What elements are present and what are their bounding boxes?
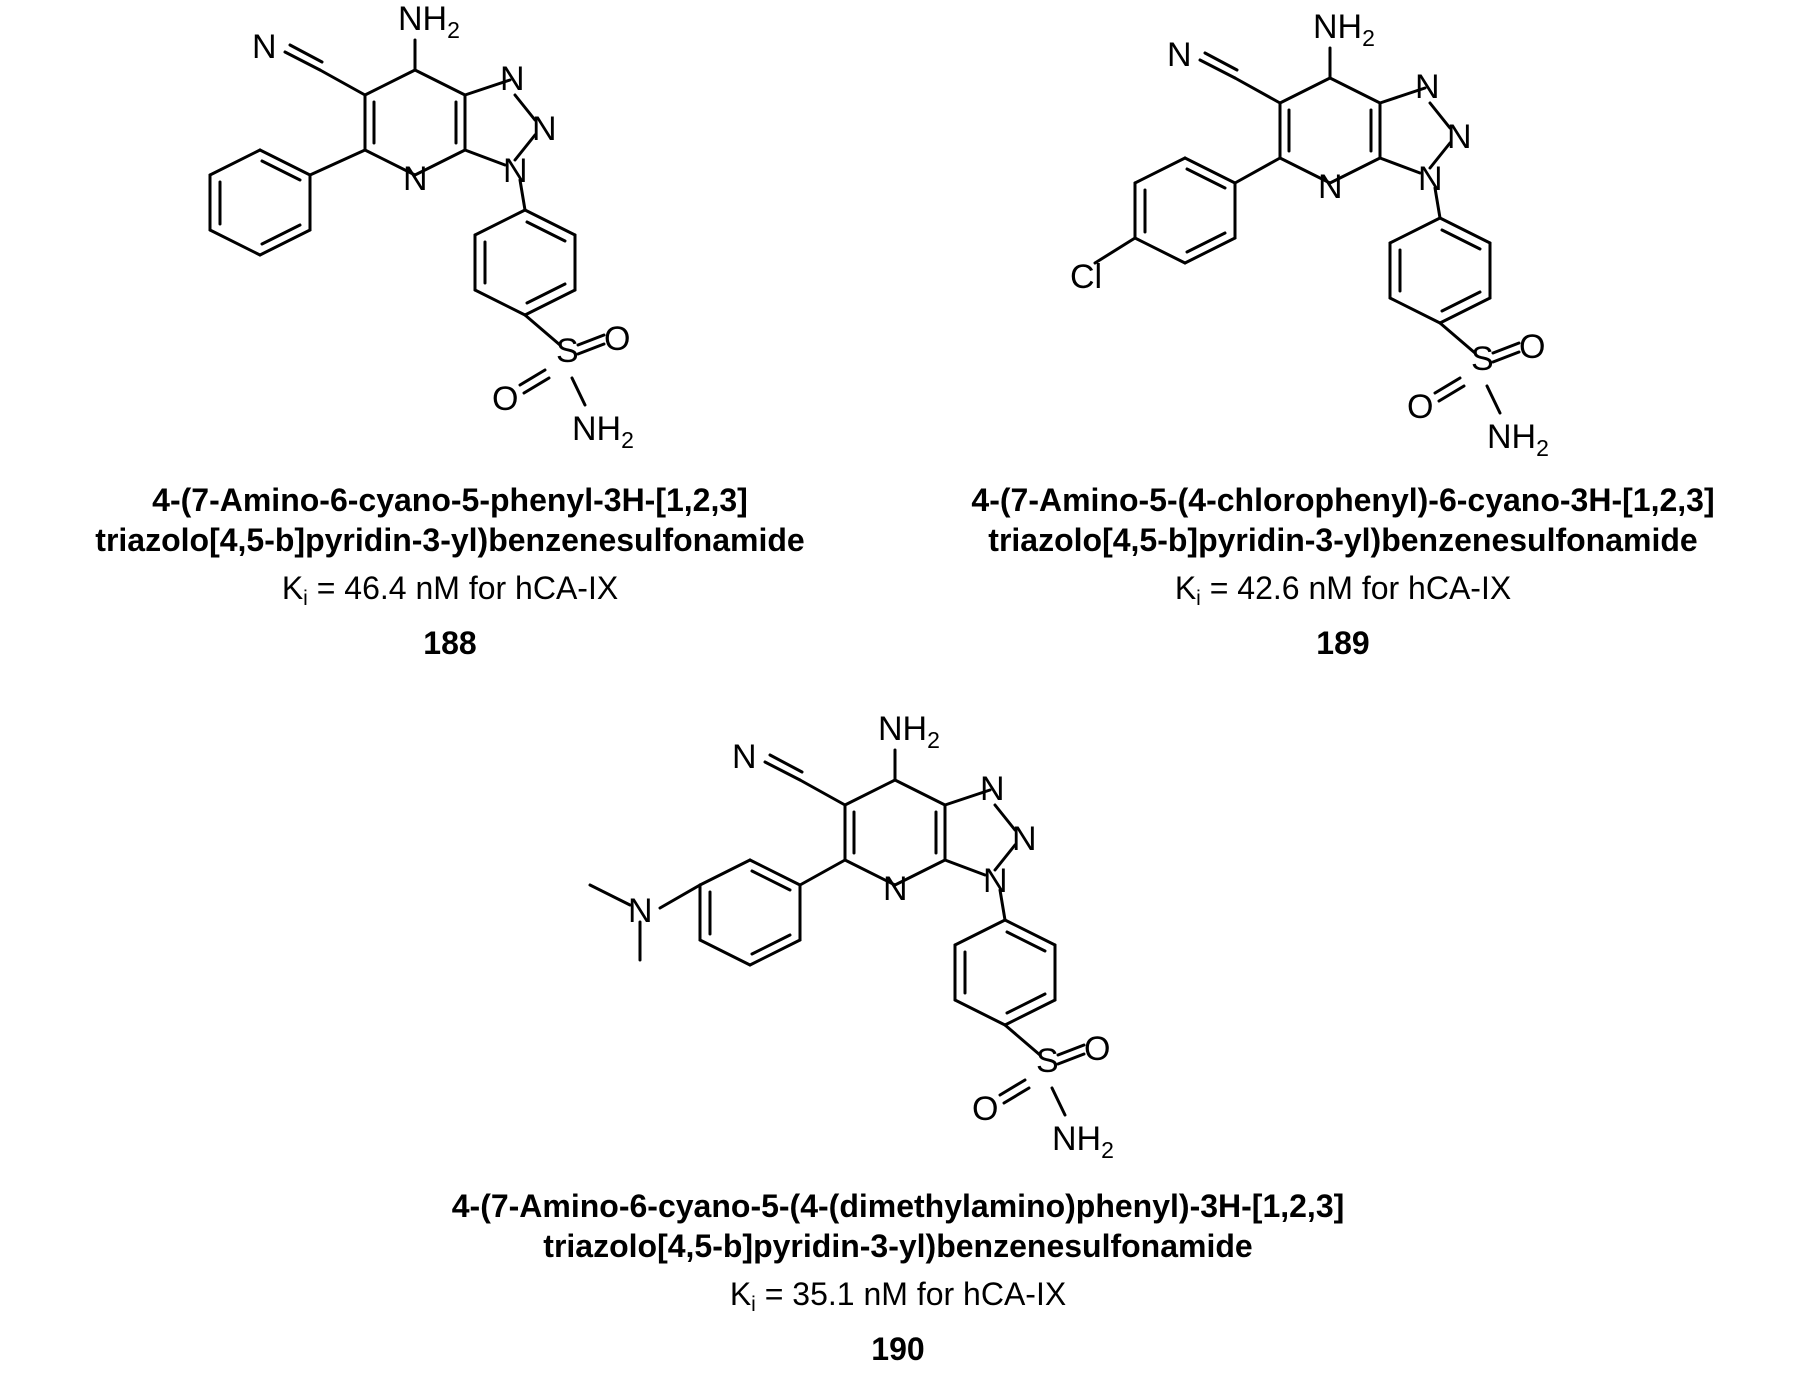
compound-188-panel: NH2 N N N N N S O O NH2 4-(7-Amino-6-cya… (0, 0, 900, 690)
amine-label: NH2 (398, 0, 460, 43)
compound-189-name-line1: 4-(7-Amino-5-(4-chlorophenyl)-6-cyano-3H… (971, 482, 1715, 518)
compound-188-ki: Ki = 46.4 nM for hCA-IX (281, 570, 619, 610)
pyridine-n-label: N (403, 160, 428, 198)
compound-189-id: 189 (1316, 625, 1370, 661)
triazole-n3-label: N (1418, 160, 1443, 198)
triazole-n2-label: N (1447, 118, 1472, 156)
nitrile-n-label: N (252, 28, 277, 66)
triazole-n3-label: N (503, 152, 528, 190)
compound-189-name-line2: triazolo[4,5-b]pyridin-3-yl)benzenesulfo… (988, 522, 1698, 558)
sulfur-label: S (556, 332, 579, 370)
triazole-n2-label: N (532, 110, 557, 148)
sulfonamide-nh2-label: NH2 (1052, 1120, 1114, 1163)
compound-188-id: 188 (423, 625, 477, 661)
compound-189-caption: 4-(7-Amino-5-(4-chlorophenyl)-6-cyano-3H… (890, 480, 1796, 663)
oxygen-label: O (972, 1090, 998, 1128)
compound-189-ki: Ki = 42.6 nM for hCA-IX (1174, 570, 1512, 610)
compound-190-name-line1: 4-(7-Amino-6-cyano-5-(4-(dimethylamino)p… (451, 1188, 1345, 1224)
amine-label: NH2 (1313, 8, 1375, 51)
compound-188-structure: NH2 N N N N N S O O NH2 (208, 0, 634, 450)
compound-190-id: 190 (871, 1331, 925, 1367)
compound-190-ki: Ki = 35.1 nM for hCA-IX (729, 1276, 1067, 1316)
compound-189-panel: NH2 N N N N N Cl S O O NH2 4-(7-Amino-5-… (890, 0, 1796, 690)
sulfonamide-nh2-label: NH2 (1487, 418, 1549, 460)
triazole-n1-label: N (1415, 68, 1440, 106)
compound-190-caption: 4-(7-Amino-6-cyano-5-(4-(dimethylamino)p… (0, 1186, 1796, 1369)
compound-189-structure: NH2 N N N N N Cl S O O NH2 (1070, 8, 1549, 460)
triazole-n3-label: N (983, 862, 1008, 900)
pyridine-n-label: N (883, 870, 908, 908)
nitrile-n-label: N (1167, 36, 1192, 74)
oxygen-label: O (1084, 1030, 1110, 1068)
pyridine-n-label: N (1318, 168, 1343, 206)
sulfur-label: S (1471, 340, 1494, 378)
compound-188-name-line1: 4-(7-Amino-6-cyano-5-phenyl-3H-[1,2,3] (152, 482, 748, 518)
oxygen-label: O (1407, 388, 1433, 426)
oxygen-label: O (492, 380, 518, 418)
nitrile-n-label: N (732, 738, 757, 776)
triazole-n2-label: N (1012, 820, 1037, 858)
oxygen-label: O (604, 320, 630, 358)
oxygen-label: O (1519, 328, 1545, 366)
compound-190-panel: NH2 N N N N N N S O O NH2 4-(7-Amino-6-c… (0, 700, 1796, 1376)
sulfur-label: S (1036, 1042, 1059, 1080)
triazole-n1-label: N (980, 770, 1005, 808)
dimethylamino-n-label: N (628, 892, 653, 930)
amine-label: NH2 (878, 710, 940, 753)
compound-188-caption: 4-(7-Amino-6-cyano-5-phenyl-3H-[1,2,3] t… (0, 480, 900, 663)
chlorine-label: Cl (1070, 258, 1102, 296)
compound-190-structure: NH2 N N N N N N S O O NH2 (588, 710, 1114, 1163)
compound-188-name-line2: triazolo[4,5-b]pyridin-3-yl)benzenesulfo… (95, 522, 805, 558)
compound-190-name-line2: triazolo[4,5-b]pyridin-3-yl)benzenesulfo… (543, 1228, 1253, 1264)
triazole-n1-label: N (500, 60, 525, 98)
sulfonamide-nh2-label: NH2 (572, 410, 634, 450)
